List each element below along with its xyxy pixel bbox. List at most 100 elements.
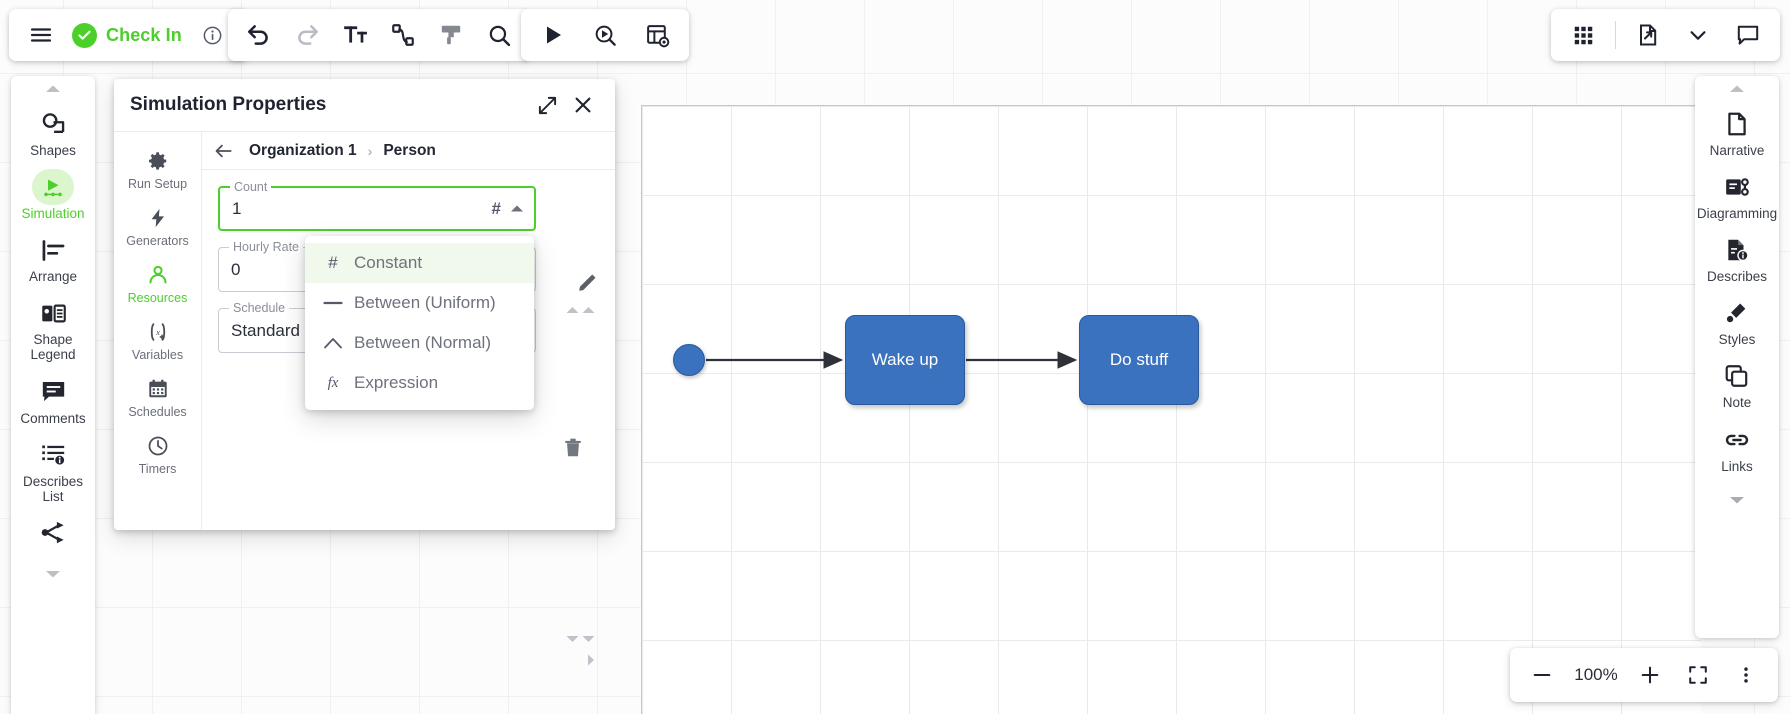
panel-tab-list: Run Setup Generators Resources x Variabl… — [114, 132, 202, 530]
undo-icon[interactable] — [241, 17, 277, 53]
sidebar-item-styles-label: Styles — [1718, 332, 1756, 348]
tab-timers-label: Timers — [138, 462, 177, 476]
tab-run-setup[interactable]: Run Setup — [115, 142, 201, 197]
note-icon — [1724, 361, 1750, 391]
panel-scroll-right[interactable] — [587, 654, 595, 668]
lightning-bolt-icon — [147, 205, 169, 231]
tab-variables[interactable]: x Variables — [115, 313, 201, 368]
diagramming-icon — [1724, 172, 1750, 202]
sidebar-item-comments[interactable]: Comments — [11, 370, 95, 433]
sidebar-item-styles[interactable]: Styles — [1695, 291, 1779, 354]
delete-resource-button[interactable] — [559, 434, 587, 462]
shape-legend-icon — [40, 298, 67, 328]
zoom-in-button[interactable] — [1632, 657, 1668, 693]
redo-icon[interactable] — [289, 17, 325, 53]
main-toolbar: Check In — [9, 9, 247, 61]
search-icon[interactable] — [481, 17, 517, 53]
text-format-icon[interactable] — [337, 17, 373, 53]
comment-icon[interactable] — [1730, 17, 1766, 53]
sidebar-item-diagramming-label: Diagramming — [1696, 206, 1778, 222]
sidebar-item-arrange[interactable]: Arrange — [11, 228, 95, 291]
apps-grid-icon[interactable] — [1565, 17, 1601, 53]
info-icon[interactable] — [195, 17, 231, 53]
breadcrumb-root[interactable]: Organization 1 — [249, 141, 357, 159]
sidebar-item-shape-legend[interactable]: Shape Legend — [11, 291, 95, 369]
sidebar-item-describes-list-label: Describes List — [22, 473, 84, 504]
wake-up-node[interactable]: Wake up — [845, 315, 965, 405]
sidebar-item-simulation-label: Simulation — [21, 206, 85, 222]
hash-icon: # — [491, 198, 501, 218]
describes-list-icon — [40, 440, 67, 470]
tab-generators[interactable]: Generators — [115, 199, 201, 254]
count-field[interactable]: Count 1 # — [218, 180, 536, 231]
tab-schedules-label: Schedules — [128, 405, 187, 419]
zoom-controls: 100% — [1510, 648, 1778, 702]
sidebar-item-arrange-label: Arrange — [28, 269, 78, 285]
describes-icon — [1724, 235, 1750, 265]
sidebar-item-describes-list[interactable]: Describes List — [11, 433, 95, 511]
menu-item-between-normal-label: Between (Normal) — [354, 333, 491, 352]
connector-icon[interactable] — [385, 17, 421, 53]
start-node[interactable] — [673, 344, 705, 376]
uniform-distribution-icon — [321, 298, 345, 308]
count-distribution-menu: # Constant Between (Uniform) Between (No… — [305, 236, 534, 410]
more-options-icon[interactable] — [1728, 657, 1764, 693]
breadcrumb-current[interactable]: Person — [383, 141, 436, 159]
close-icon[interactable] — [565, 87, 601, 123]
run-toolbar — [521, 9, 689, 61]
hamburger-menu-icon[interactable] — [23, 17, 59, 53]
sidebar-item-note[interactable]: Note — [1695, 354, 1779, 417]
tab-variables-label: Variables — [131, 348, 184, 362]
left-rail-scroll-down[interactable] — [11, 561, 95, 587]
menu-item-between-normal[interactable]: Between (Normal) — [305, 323, 534, 363]
sidebar-item-simulation[interactable]: Simulation — [11, 165, 95, 228]
tab-schedules[interactable]: Schedules — [115, 370, 201, 425]
tab-resources[interactable]: Resources — [115, 256, 201, 311]
format-painter-icon[interactable] — [433, 17, 469, 53]
page-title: Simulation Properties — [130, 94, 327, 115]
panel-scroll-up-outer[interactable] — [566, 306, 579, 316]
panel-scroll-down-inner[interactable] — [582, 635, 595, 645]
sidebar-item-shapes[interactable]: Shapes — [11, 102, 95, 165]
left-rail-scroll-up[interactable] — [11, 76, 95, 102]
chevron-up-icon — [511, 205, 523, 212]
chevron-down-icon[interactable] — [1680, 17, 1716, 53]
export-document-icon[interactable] — [1630, 17, 1666, 53]
menu-item-expression[interactable]: fx Expression — [305, 363, 534, 403]
svg-text:x: x — [155, 327, 160, 337]
do-stuff-node[interactable]: Do stuff — [1079, 315, 1199, 405]
sidebar-item-links-label: Links — [1721, 458, 1753, 474]
check-in-status-icon — [72, 22, 97, 48]
run-inspect-icon[interactable] — [587, 17, 623, 53]
zoom-out-button[interactable] — [1524, 657, 1560, 693]
sidebar-item-diagramming[interactable]: Diagramming — [1695, 165, 1779, 228]
back-arrow-icon[interactable] — [210, 137, 238, 165]
check-in-button[interactable]: Check In — [72, 22, 182, 48]
count-field-adornment[interactable]: # — [492, 199, 524, 219]
sidebar-item-process-flow[interactable] — [11, 511, 95, 555]
sidebar-item-narrative-label: Narrative — [1709, 143, 1765, 158]
styles-icon — [1724, 298, 1750, 328]
comments-icon — [40, 377, 67, 407]
sidebar-item-links[interactable]: Links — [1695, 418, 1779, 481]
edit-pencil-icon[interactable] — [577, 271, 599, 298]
right-rail-scroll-up[interactable] — [1695, 76, 1779, 102]
variables-icon: x — [147, 319, 169, 345]
menu-item-between-uniform-label: Between (Uniform) — [354, 293, 496, 312]
tab-timers[interactable]: Timers — [115, 427, 201, 482]
fit-to-screen-icon[interactable] — [1680, 657, 1716, 693]
panel-scroll-up-inner[interactable] — [582, 306, 595, 316]
run-report-icon[interactable] — [639, 17, 675, 53]
panel-scroll-down-outer[interactable] — [566, 635, 579, 645]
play-icon[interactable] — [535, 17, 571, 53]
simulation-icon — [32, 169, 74, 206]
sidebar-item-narrative[interactable]: Narrative — [1695, 102, 1779, 165]
menu-item-constant[interactable]: # Constant — [305, 243, 534, 283]
function-icon: fx — [327, 374, 339, 391]
process-flow-icon — [40, 518, 67, 548]
menu-item-between-uniform[interactable]: Between (Uniform) — [305, 283, 534, 323]
expand-panel-button[interactable] — [529, 87, 565, 123]
menu-item-constant-label: Constant — [354, 253, 423, 272]
sidebar-item-describes[interactable]: Describes — [1695, 228, 1779, 291]
right-rail-scroll-down[interactable] — [1695, 487, 1779, 513]
